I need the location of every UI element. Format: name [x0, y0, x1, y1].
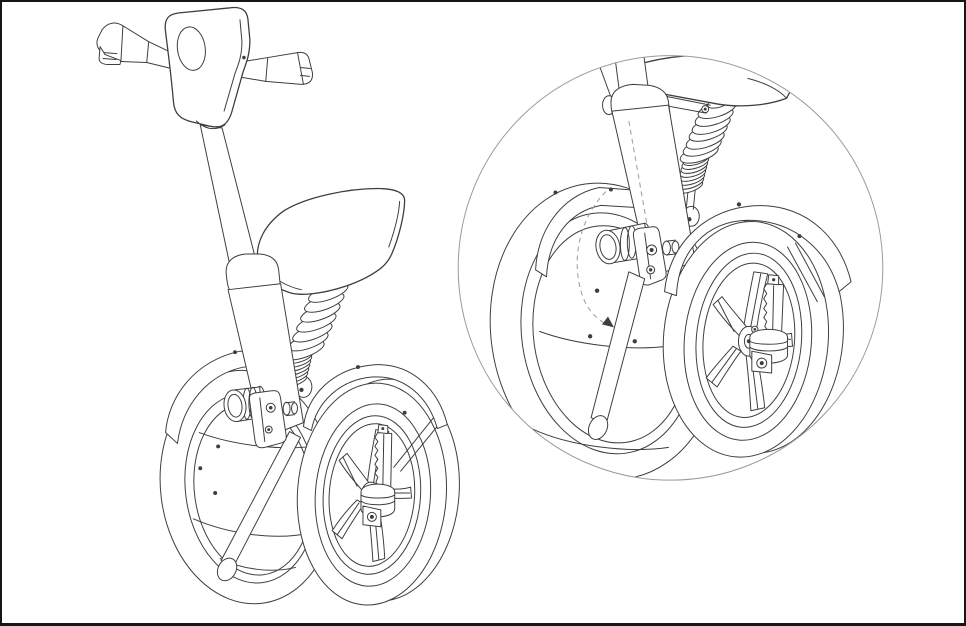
mount-bracket [248, 390, 298, 449]
detail-footpeg [749, 274, 789, 374]
display-pod-opening [176, 26, 206, 71]
shock-lower-eye-bolt [299, 387, 304, 393]
rotation-arrow-icon [602, 316, 614, 328]
detail-right-fender [664, 202, 852, 297]
scooter-overview [96, 6, 460, 606]
bracket-bolt [282, 401, 291, 416]
steering-column [199, 124, 304, 439]
detail-fender-stay [787, 242, 825, 303]
footpeg [360, 424, 396, 528]
detail-mount-bracket [632, 226, 680, 286]
detail-circle [457, 55, 884, 481]
handlebar [96, 6, 314, 130]
steering-axis-hidden-line [628, 120, 656, 268]
detail-kickstand [587, 271, 646, 440]
detail-bracket-bolt [662, 240, 671, 256]
front-assembly-detail [489, 55, 852, 481]
right-fender [302, 364, 448, 432]
kickstand [216, 431, 301, 582]
right-wheel [296, 378, 460, 606]
detail-right-wheel [662, 217, 844, 458]
detail-left-fender [535, 187, 640, 328]
rotation-arc [576, 191, 610, 326]
